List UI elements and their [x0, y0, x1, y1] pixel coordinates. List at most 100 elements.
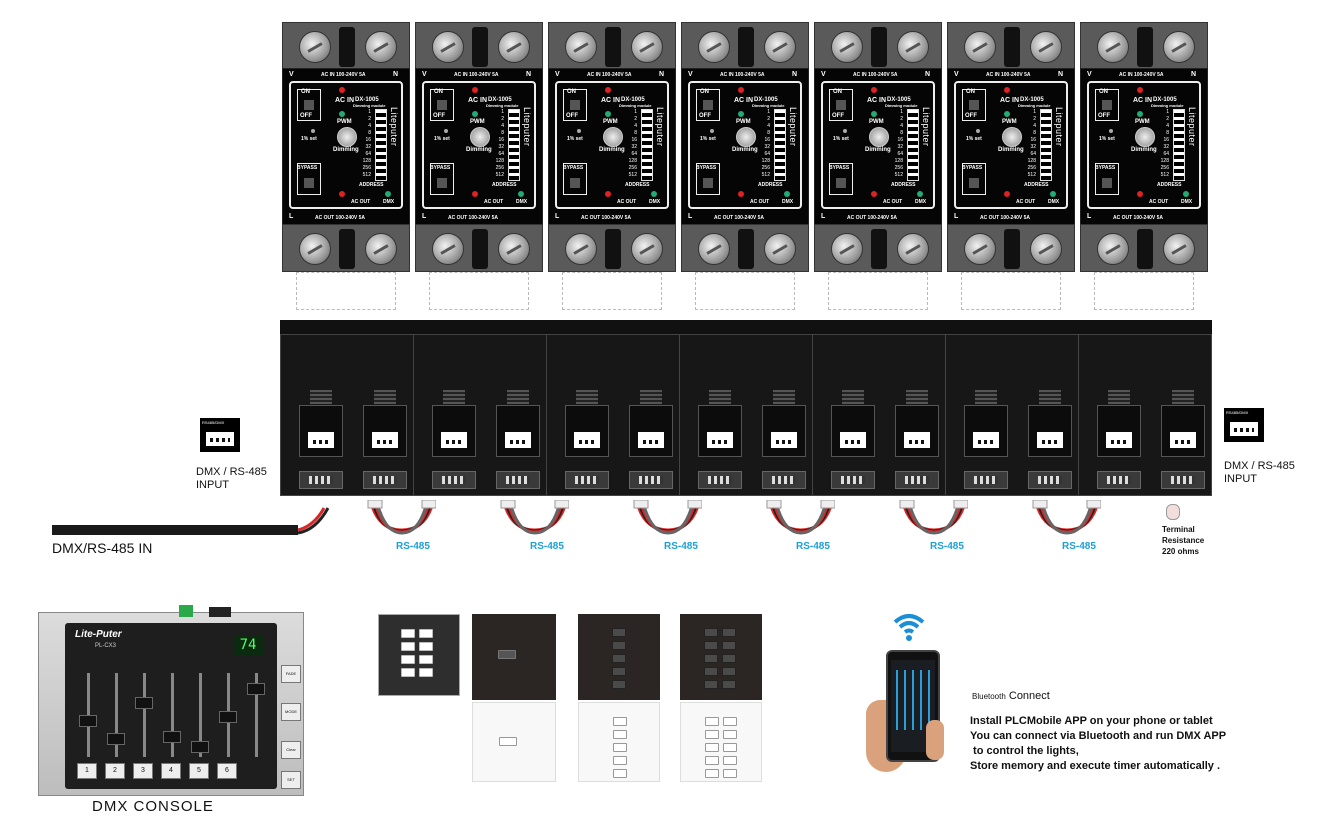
rs485-socket[interactable]	[831, 471, 875, 489]
console-side-button[interactable]: MODE	[281, 703, 301, 721]
panel-key[interactable]	[401, 655, 415, 664]
fader-knob[interactable]	[135, 697, 153, 709]
panel-key[interactable]	[613, 730, 627, 739]
rj-port[interactable]	[496, 390, 540, 457]
console-scene-button[interactable]: 3	[133, 763, 153, 779]
panel-key[interactable]	[704, 667, 718, 676]
rj-port[interactable]	[1161, 390, 1205, 457]
fader-knob[interactable]	[219, 711, 237, 723]
rj-port[interactable]	[629, 390, 673, 457]
panel-key[interactable]	[612, 680, 626, 689]
address-dip-switch[interactable]	[508, 109, 520, 181]
panel-key[interactable]	[723, 743, 737, 752]
rs485-socket[interactable]	[895, 471, 939, 489]
phone-fader[interactable]	[928, 670, 930, 730]
panel-key[interactable]	[612, 641, 626, 650]
fader-knob[interactable]	[191, 741, 209, 753]
fader-knob[interactable]	[79, 715, 97, 727]
bypass-switch[interactable]	[430, 163, 454, 195]
panel-key[interactable]	[723, 756, 737, 765]
panel-key[interactable]	[612, 628, 626, 637]
rs485-socket[interactable]	[496, 471, 540, 489]
panel-key[interactable]	[722, 667, 736, 676]
address-dip-switch[interactable]	[907, 109, 919, 181]
on-off-switch[interactable]	[430, 89, 454, 121]
panel-key[interactable]	[723, 769, 737, 778]
panel-key[interactable]	[419, 629, 433, 638]
dimming-dial[interactable]	[736, 127, 756, 147]
rs485-socket[interactable]	[698, 471, 742, 489]
rs485-socket[interactable]	[629, 471, 673, 489]
panel-key[interactable]	[704, 641, 718, 650]
address-dip-switch[interactable]	[375, 109, 387, 181]
panel-key[interactable]	[722, 628, 736, 637]
phone-fader[interactable]	[904, 670, 906, 730]
rj-port[interactable]	[1028, 390, 1072, 457]
panel-key[interactable]	[401, 629, 415, 638]
bypass-switch[interactable]	[563, 163, 587, 195]
console-side-button[interactable]: SET	[281, 771, 301, 789]
rj-port[interactable]	[762, 390, 806, 457]
on-off-switch[interactable]	[829, 89, 853, 121]
rs485-socket[interactable]	[363, 471, 407, 489]
rj-port[interactable]	[698, 390, 742, 457]
bypass-switch[interactable]	[297, 163, 321, 195]
on-off-switch[interactable]	[962, 89, 986, 121]
panel-key[interactable]	[705, 717, 719, 726]
on-off-switch[interactable]	[563, 89, 587, 121]
panel-key[interactable]	[613, 756, 627, 765]
dimming-dial[interactable]	[337, 127, 357, 147]
on-off-switch[interactable]	[1095, 89, 1119, 121]
console-side-button[interactable]: FADE	[281, 665, 301, 683]
rs485-socket[interactable]	[299, 471, 343, 489]
console-scene-button[interactable]: 6	[217, 763, 237, 779]
panel-key[interactable]	[613, 743, 627, 752]
bypass-switch[interactable]	[696, 163, 720, 195]
dimming-dial[interactable]	[1135, 127, 1155, 147]
fader-knob[interactable]	[107, 733, 125, 745]
fader-knob[interactable]	[247, 683, 265, 695]
phone-fader[interactable]	[912, 670, 914, 730]
panel-key[interactable]	[401, 668, 415, 677]
rs485-socket[interactable]	[964, 471, 1008, 489]
panel-key[interactable]	[705, 743, 719, 752]
phone-fader[interactable]	[896, 670, 898, 730]
rj-port[interactable]	[831, 390, 875, 457]
rs485-socket[interactable]	[1161, 471, 1205, 489]
address-dip-switch[interactable]	[1040, 109, 1052, 181]
panel-key[interactable]	[705, 730, 719, 739]
panel-key[interactable]	[704, 628, 718, 637]
panel-key[interactable]	[613, 717, 627, 726]
rj-port[interactable]	[1097, 390, 1141, 457]
phone-fader[interactable]	[920, 670, 922, 730]
console-scene-button[interactable]: 2	[105, 763, 125, 779]
panel-key[interactable]	[723, 717, 737, 726]
fader-knob[interactable]	[163, 731, 181, 743]
address-dip-switch[interactable]	[641, 109, 653, 181]
dimming-dial[interactable]	[1002, 127, 1022, 147]
rs485-socket[interactable]	[432, 471, 476, 489]
on-off-switch[interactable]	[696, 89, 720, 121]
address-dip-switch[interactable]	[774, 109, 786, 181]
rj-port[interactable]	[363, 390, 407, 457]
panel-key[interactable]	[612, 654, 626, 663]
rj-port[interactable]	[895, 390, 939, 457]
panel-key[interactable]	[419, 642, 433, 651]
console-scene-button[interactable]: 4	[161, 763, 181, 779]
rs485-socket[interactable]	[762, 471, 806, 489]
panel-key[interactable]	[705, 769, 719, 778]
rs485-socket[interactable]	[1028, 471, 1072, 489]
address-dip-switch[interactable]	[1173, 109, 1185, 181]
panel-key[interactable]	[704, 680, 718, 689]
dimming-dial[interactable]	[869, 127, 889, 147]
rs485-socket[interactable]	[565, 471, 609, 489]
rs485-socket[interactable]	[1097, 471, 1141, 489]
rj-port[interactable]	[432, 390, 476, 457]
console-scene-button[interactable]: 1	[77, 763, 97, 779]
panel-key[interactable]	[612, 667, 626, 676]
panel-key[interactable]	[722, 680, 736, 689]
console-scene-button[interactable]: 5	[189, 763, 209, 779]
dimming-dial[interactable]	[470, 127, 490, 147]
panel-key[interactable]	[613, 769, 627, 778]
console-side-button[interactable]: Clear	[281, 741, 301, 759]
